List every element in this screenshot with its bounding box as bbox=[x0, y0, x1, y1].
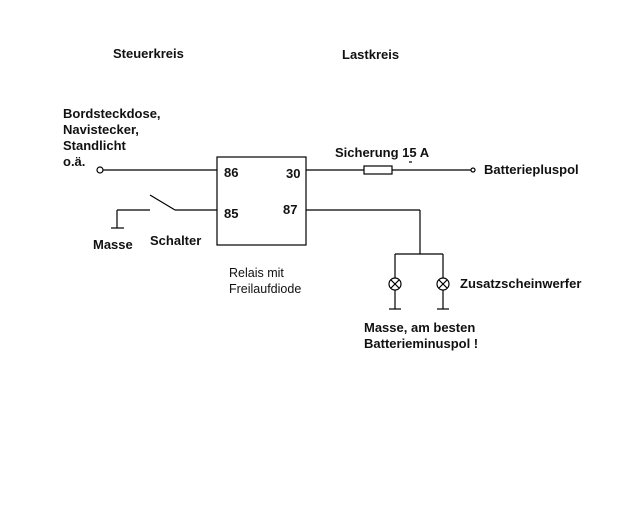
fuse-label: Sicherung 15 A bbox=[335, 145, 430, 160]
relay-pin-30: 30 bbox=[286, 166, 301, 181]
load-ground-label: Masse, am besten Batterieminuspol ! bbox=[364, 320, 478, 352]
battery-plus-label: Batteriepluspol bbox=[484, 162, 579, 177]
relay-pin-86: 86 bbox=[224, 165, 239, 180]
relay-pin-85: 85 bbox=[224, 206, 239, 221]
relay-caption-line-2: Freilaufdiode bbox=[229, 282, 302, 296]
load-ground-line-2: Batterieminuspol ! bbox=[364, 336, 479, 351]
source-line-3: Standlicht bbox=[63, 138, 126, 153]
battery-plus-terminal bbox=[470, 167, 476, 173]
switch-label: Schalter bbox=[150, 233, 202, 248]
heading-load-circuit: Lastkreis bbox=[342, 47, 400, 62]
relay-box bbox=[216, 156, 307, 246]
source-line-2: Navistecker, bbox=[63, 122, 139, 137]
source-line-1: Bordsteckdose, bbox=[63, 106, 161, 121]
source-line-4: o.ä. bbox=[63, 154, 86, 169]
heading-control-circuit: Steuerkreis bbox=[113, 46, 184, 61]
lamp-1-icon bbox=[388, 277, 402, 291]
source-label: Bordsteckdose, Navistecker, Standlicht o… bbox=[63, 106, 161, 170]
ground-label: Masse bbox=[93, 237, 133, 252]
load-ground-line-1: Masse, am besten bbox=[364, 320, 476, 335]
relay-caption: Relais mit Freilaufdiode bbox=[229, 265, 301, 297]
fuse-symbol bbox=[363, 165, 393, 175]
relay-pin-87: 87 bbox=[283, 202, 298, 217]
switch-blade bbox=[149, 194, 176, 211]
lamp-2-icon bbox=[436, 277, 450, 291]
relay-caption-line-1: Relais mit bbox=[229, 266, 284, 280]
lamps-label: Zusatzscheinwerfer bbox=[460, 276, 582, 291]
